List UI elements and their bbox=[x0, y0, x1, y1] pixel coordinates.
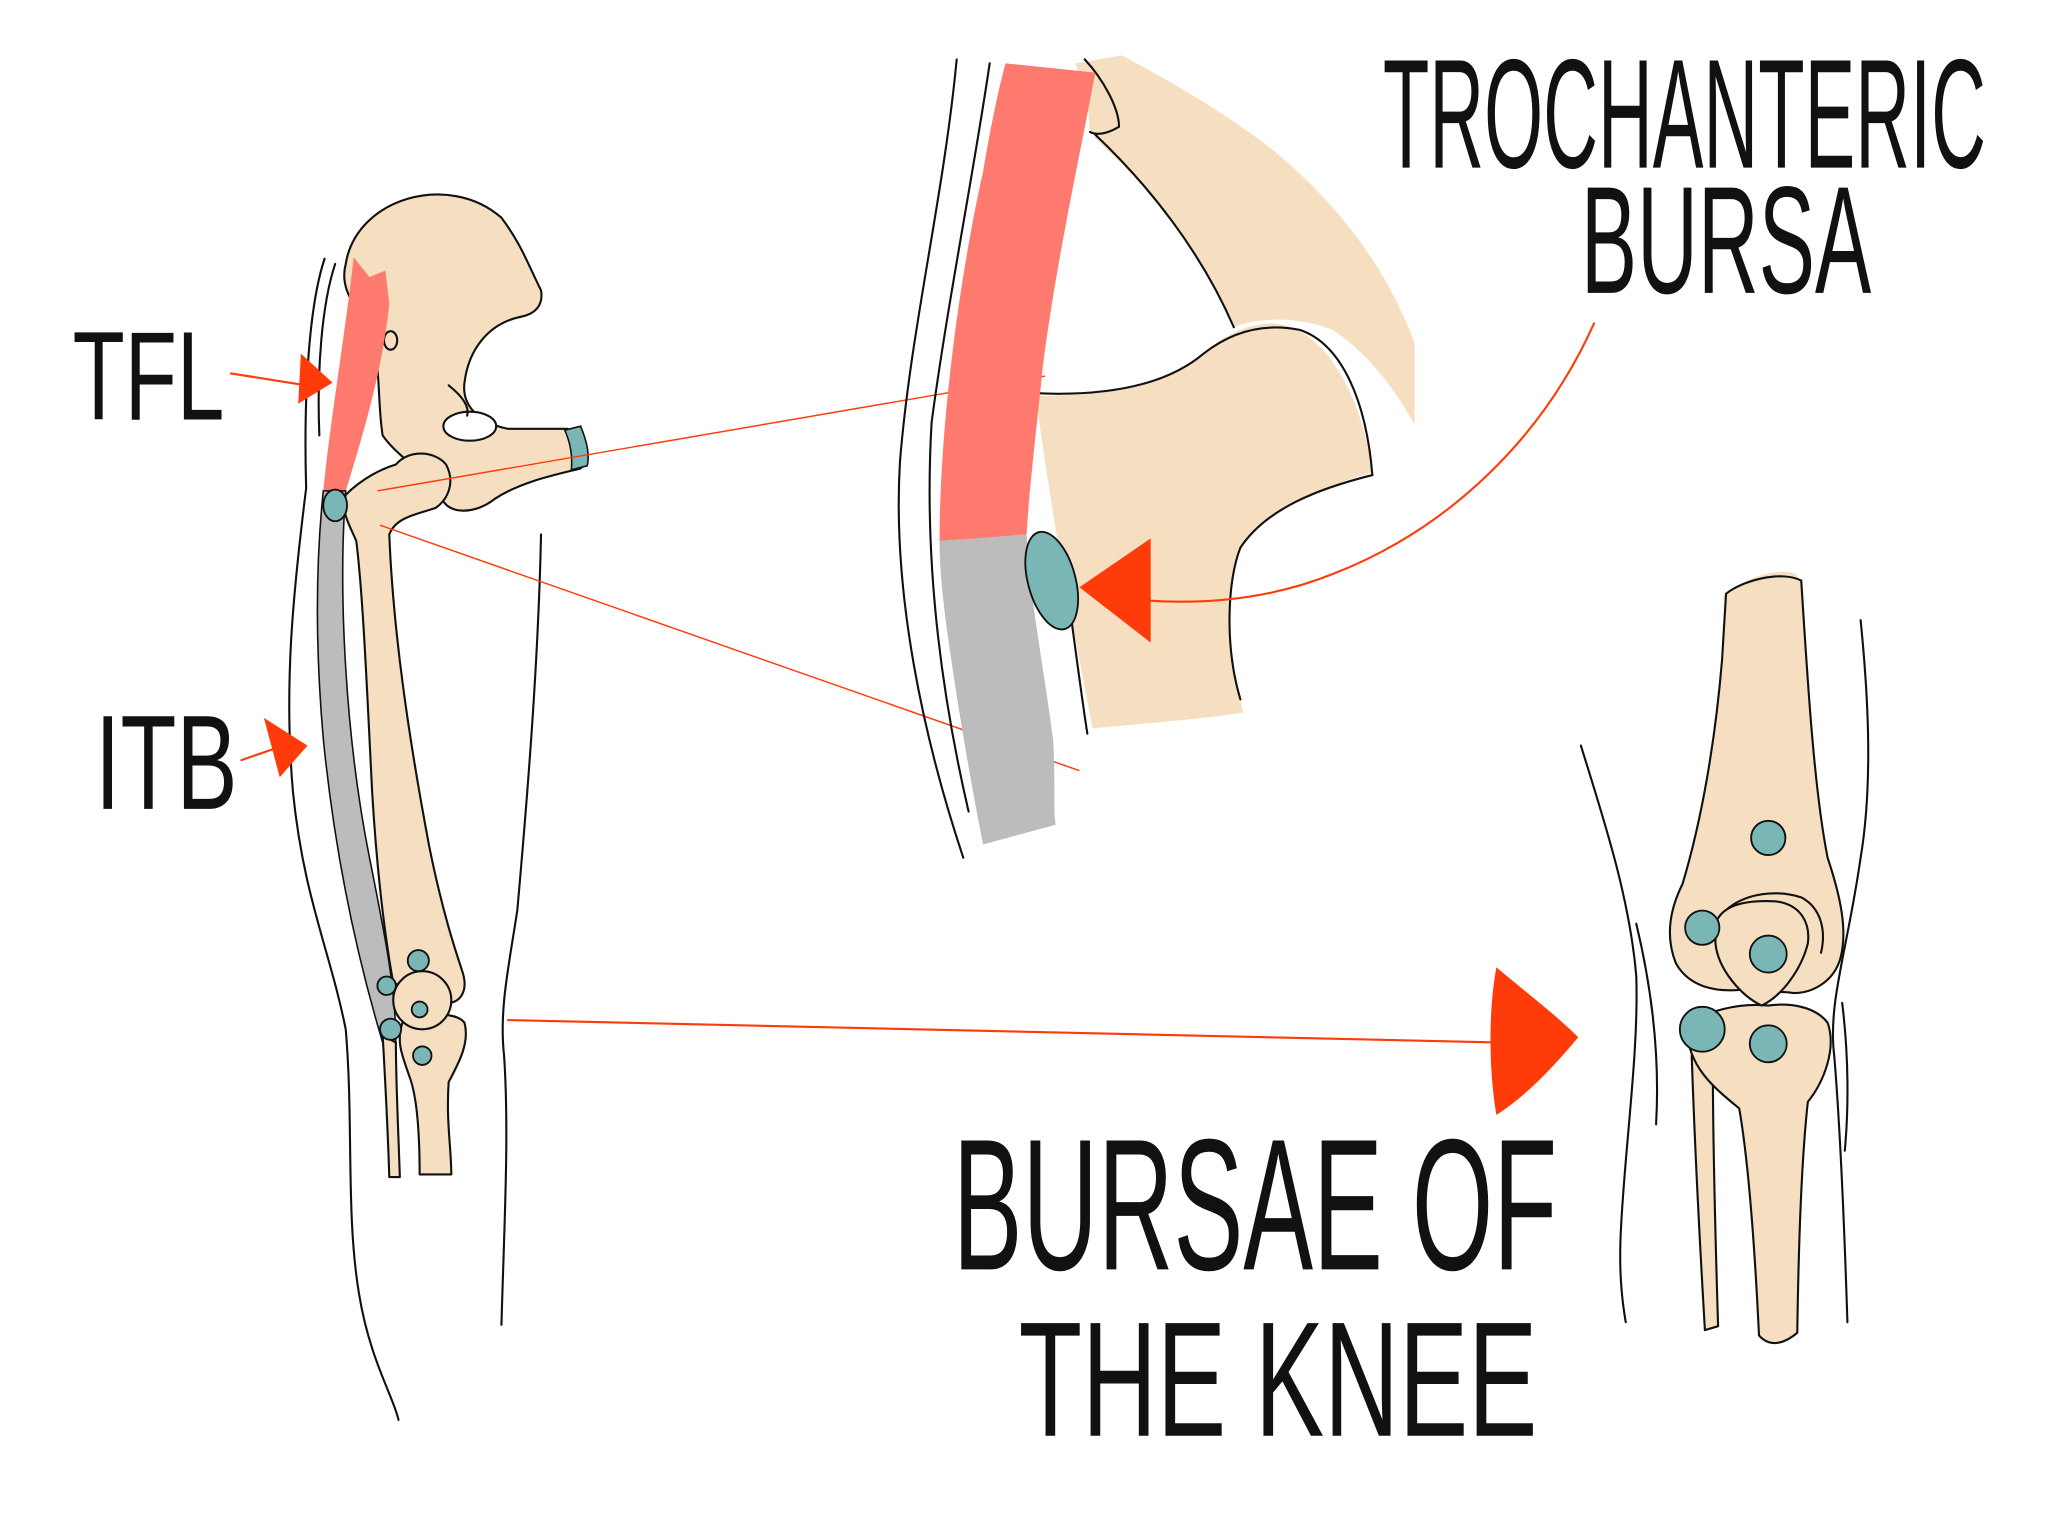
closeup-femur bbox=[1036, 323, 1372, 728]
knee-bursa-4 bbox=[380, 1019, 401, 1040]
fibula bbox=[383, 1036, 400, 1177]
knee-skin-right-inner bbox=[1842, 1003, 1847, 1151]
knee-bursa-1 bbox=[408, 950, 429, 971]
knee-arrow-line bbox=[508, 1020, 1496, 1042]
knee-skin-left bbox=[1581, 746, 1637, 1323]
tfl-arrow bbox=[231, 354, 333, 404]
itb-arrow-head bbox=[264, 718, 308, 777]
knee-label-line1: BURSAE OF bbox=[953, 1099, 1557, 1309]
knee-closeup-bursa-lateral-upper bbox=[1685, 911, 1719, 945]
knee-closeup-bursa-infrapatellar bbox=[1750, 1025, 1787, 1062]
knee-skin-left-inner bbox=[1636, 924, 1657, 1125]
knee-skin-right bbox=[1833, 620, 1868, 1322]
full-leg-figure bbox=[289, 194, 588, 1419]
patella bbox=[393, 971, 451, 1029]
itb-label: ITB bbox=[95, 687, 238, 838]
knee-closeup-bursa-suprapatellar bbox=[1751, 821, 1785, 855]
knee-bursa-5 bbox=[413, 1046, 431, 1064]
tfl-arrow-head bbox=[298, 354, 332, 404]
leg-outline-lateral-inner bbox=[319, 264, 335, 436]
knee-label-line2: THE KNEE bbox=[1019, 1288, 1538, 1471]
tfl-label: TFL bbox=[73, 305, 225, 447]
knee-arrow bbox=[508, 967, 1578, 1115]
knee-bursa-2 bbox=[377, 976, 395, 994]
trochanteric-label-line2: BURSA bbox=[1581, 155, 1871, 326]
leg-outline-medial bbox=[501, 534, 541, 1324]
hip-closeup bbox=[899, 55, 1415, 857]
knee-closeup-bursa-lateral-lower bbox=[1680, 1007, 1725, 1052]
knee-bursa-3 bbox=[412, 1002, 428, 1018]
tfl-arrow-line bbox=[231, 373, 306, 385]
trochanteric-bursa-small bbox=[323, 490, 347, 522]
knee-arrow-head bbox=[1490, 967, 1578, 1115]
knee-closeup-bursa-prepatellar bbox=[1750, 936, 1787, 973]
itb-arrow bbox=[241, 718, 307, 777]
knee-closeup bbox=[1581, 572, 1868, 1343]
tibia bbox=[400, 1015, 466, 1175]
knee-fibula bbox=[1692, 1056, 1718, 1330]
obturator-foramen bbox=[443, 412, 496, 441]
